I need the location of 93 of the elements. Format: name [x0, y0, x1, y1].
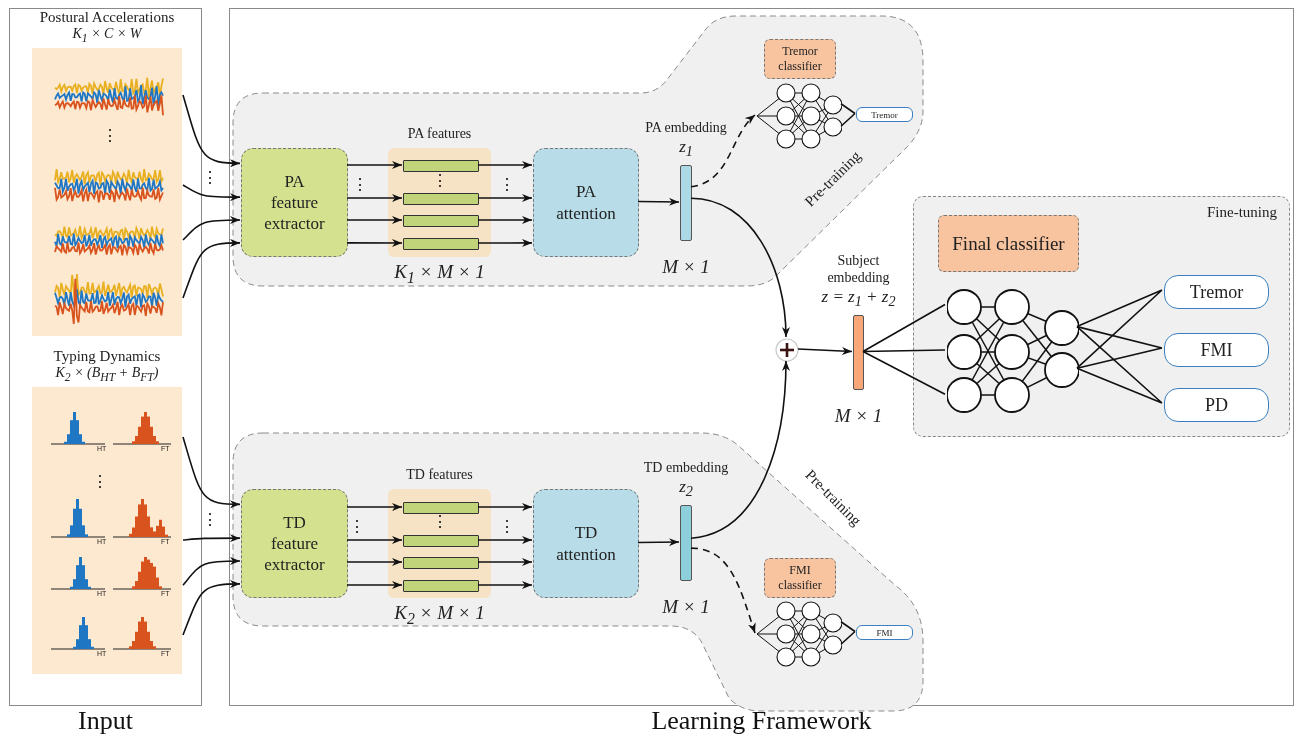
- ellipsis-mark: ⋮: [499, 177, 515, 193]
- embedding-formula: z$_{2}$: [679, 476, 693, 500]
- connector-line: [840, 621, 856, 645]
- feature-bar: [403, 193, 479, 205]
- arrow: [346, 558, 403, 566]
- arrow: [182, 94, 241, 168]
- arrow: [637, 197, 680, 206]
- output-class-box: Tremor: [1164, 275, 1269, 309]
- attention-block: PA attention: [533, 148, 639, 257]
- ellipsis-mark: ⋮: [499, 519, 515, 535]
- box-heading: TD features: [406, 467, 473, 483]
- attention-block: TD attention: [533, 489, 639, 598]
- arrow: [182, 216, 241, 241]
- arrow: [182, 580, 241, 636]
- connector-line: [1076, 289, 1163, 369]
- ellipsis-mark: ⋮: [432, 173, 448, 189]
- arrow: [346, 503, 403, 511]
- arrow: [477, 502, 533, 511]
- feature-extractor-block: TD feature extractor: [241, 489, 348, 598]
- feature-bar: [403, 238, 479, 250]
- ellipsis-mark: ⋮: [349, 519, 365, 535]
- arrow: [346, 581, 403, 589]
- connector-line: [862, 303, 946, 395]
- feature-bar: [403, 160, 479, 172]
- arrow: [477, 581, 533, 589]
- classifier-label-box: Final classifier: [938, 215, 1079, 272]
- pretraining-region: [233, 16, 923, 286]
- box-heading: PA features: [407, 126, 472, 142]
- embedding-heading: PA embedding: [645, 119, 727, 137]
- arrow: [637, 538, 680, 547]
- dimension-formula: M × 1: [662, 596, 710, 618]
- dimension-formula: K$_{2}$ × (B$_{HT}$ + B$_{FT}$): [55, 365, 159, 385]
- arrow: [346, 239, 403, 247]
- arrow: [477, 161, 533, 169]
- ellipsis-mark: ⋮: [102, 128, 118, 144]
- connector-line: [1076, 325, 1163, 404]
- neural-network-drawing: [756, 601, 842, 667]
- connector-line: [840, 103, 856, 127]
- arrow: [690, 114, 756, 188]
- output-class-box: Tremor: [856, 107, 913, 122]
- region-title: Fine-tuning: [1207, 204, 1277, 221]
- pretraining-region: [233, 433, 923, 711]
- arrow: [690, 360, 790, 539]
- output-class-box: PD: [1164, 388, 1269, 422]
- feature-bar: [403, 535, 479, 547]
- arrow: [182, 184, 241, 202]
- embedding-formula: z = z$_{1}$ + z$_{2}$: [821, 286, 896, 310]
- dimension-formula: M × 1: [662, 256, 710, 278]
- feature-extractor-block: PA feature extractor: [241, 148, 348, 257]
- dimension-formula: K$_{1}$ × C × W: [72, 26, 142, 46]
- arrow: [346, 216, 403, 224]
- panel-heading: Postural Accelerations: [39, 8, 175, 27]
- neural-network-drawing: [756, 83, 842, 149]
- ellipsis-mark: ⋮: [92, 474, 108, 490]
- panel-title: Learning Framework: [651, 708, 872, 734]
- embedding-heading: TD embedding: [643, 459, 729, 477]
- panel-title: Input: [78, 708, 133, 734]
- feature-bar: [403, 215, 479, 227]
- arrow: [182, 534, 241, 543]
- arrow: [797, 347, 853, 356]
- arrow: [182, 436, 241, 509]
- output-class-box: FMI: [856, 625, 913, 640]
- sum-operator-icon: [775, 338, 799, 362]
- arrow: [477, 238, 533, 247]
- feature-bar: [403, 502, 479, 514]
- embedding-formula: z$_{1}$: [679, 136, 693, 160]
- ellipsis-mark: ⋮: [352, 177, 368, 193]
- feature-bar: [403, 580, 479, 592]
- arrow: [690, 197, 790, 338]
- arrow: [346, 194, 403, 202]
- arrow: [477, 194, 533, 202]
- ellipsis-mark: ⋮: [202, 512, 218, 528]
- arrow: [346, 536, 403, 544]
- ellipsis-mark: ⋮: [202, 170, 218, 186]
- arrow: [477, 216, 533, 224]
- classifier-label-box: FMI classifier: [764, 558, 836, 598]
- arrow: [346, 161, 403, 169]
- dimension-formula: K$_{2}$ × M × 1: [394, 602, 485, 628]
- panel-heading: Typing Dynamics: [53, 347, 161, 366]
- dimension-formula: K$_{1}$ × M × 1: [394, 261, 485, 287]
- embedding-heading: Subject embedding: [826, 253, 891, 287]
- finetuning-region: [913, 196, 1290, 437]
- dimension-formula: M × 1: [834, 405, 883, 427]
- arrow: [477, 536, 533, 544]
- feature-bar: [403, 557, 479, 569]
- connector-line: [1076, 325, 1163, 369]
- arrow: [182, 239, 241, 299]
- ellipsis-mark: ⋮: [432, 514, 448, 530]
- arrow: [182, 557, 241, 586]
- arrow: [477, 558, 533, 566]
- output-class-box: FMI: [1164, 333, 1269, 367]
- arrow: [690, 547, 756, 634]
- classifier-label-box: Tremor classifier: [764, 39, 836, 79]
